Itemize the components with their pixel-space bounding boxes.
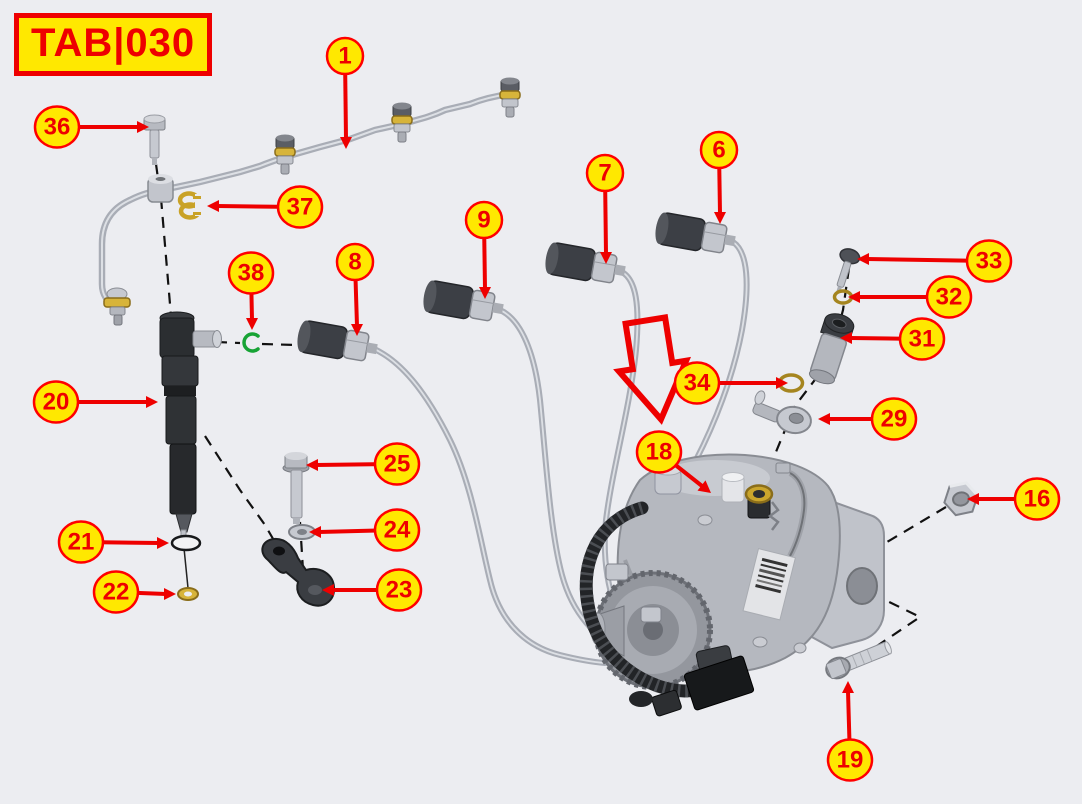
svg-text:20: 20	[43, 389, 70, 416]
svg-text:25: 25	[384, 451, 411, 478]
svg-text:38: 38	[238, 260, 265, 287]
callout-29: 29	[818, 397, 918, 441]
tab-title-box: TAB|030	[14, 13, 213, 76]
callout-6: 6	[699, 130, 739, 224]
part-nut-16	[943, 481, 979, 517]
callout-19: 19	[826, 681, 874, 782]
rail-banjo-bolt	[391, 102, 413, 143]
part-injection-pump	[579, 453, 885, 717]
callout-33: 33	[857, 239, 1013, 283]
svg-text:6: 6	[712, 137, 725, 164]
part-pipe-9	[423, 280, 631, 655]
callout-1: 1	[325, 36, 365, 149]
callout-21: 21	[57, 520, 169, 564]
part-clip-37	[177, 191, 204, 220]
part-fitting-31	[808, 313, 855, 385]
svg-text:22: 22	[103, 579, 130, 606]
svg-text:8: 8	[348, 249, 361, 276]
callout-37: 37	[207, 185, 324, 229]
svg-text:21: 21	[68, 529, 95, 556]
callout-7: 7	[585, 153, 625, 264]
svg-text:34: 34	[684, 370, 711, 397]
callout-16: 16	[967, 477, 1061, 521]
part-washer-21	[170, 534, 202, 552]
part-bolt-25	[282, 452, 310, 524]
callout-20: 20	[32, 380, 158, 424]
part-leak-off-rail	[98, 77, 521, 326]
callout-23: 23	[322, 568, 423, 612]
part-snap-ring-38	[242, 332, 260, 353]
svg-text:36: 36	[44, 114, 71, 141]
part-banjo-29	[752, 390, 812, 435]
svg-text:18: 18	[646, 439, 673, 466]
svg-text:23: 23	[386, 577, 413, 604]
callout-36: 36	[33, 105, 149, 149]
rail-end-fitting	[103, 287, 131, 326]
svg-text:31: 31	[909, 326, 936, 353]
part-clamp-23	[261, 537, 336, 607]
part-washer-22	[177, 587, 199, 601]
callout-38: 38	[227, 251, 275, 330]
callouts-layer: 1 36 37 38 8	[32, 36, 1061, 782]
big-red-arrow	[613, 314, 692, 425]
svg-text:37: 37	[287, 194, 314, 221]
svg-text:9: 9	[477, 207, 490, 234]
callout-22: 22	[92, 570, 176, 614]
svg-text:33: 33	[976, 248, 1003, 275]
rail-banjo-bolt	[499, 77, 521, 118]
part-bolt-19	[825, 641, 892, 680]
callout-8: 8	[335, 242, 375, 336]
callout-9: 9	[464, 200, 504, 299]
svg-text:24: 24	[384, 517, 411, 544]
callout-24: 24	[309, 508, 421, 552]
rail-banjo-bolt	[274, 134, 296, 175]
svg-text:19: 19	[837, 747, 864, 774]
callout-32: 32	[848, 275, 973, 319]
part-pipe-8	[297, 320, 608, 666]
svg-text:16: 16	[1024, 486, 1051, 513]
tab-title-label: TAB|030	[31, 21, 196, 65]
guide-line-injector-washers	[183, 547, 189, 589]
callout-31: 31	[840, 317, 946, 361]
svg-text:7: 7	[598, 160, 611, 187]
part-injector	[159, 311, 222, 547]
part-bolt-33	[836, 248, 861, 293]
svg-text:1: 1	[338, 43, 351, 70]
callout-25: 25	[306, 442, 421, 486]
callout-34: 34	[673, 361, 788, 405]
callout-18: 18	[635, 430, 711, 493]
svg-text:29: 29	[881, 406, 908, 433]
svg-text:32: 32	[936, 284, 963, 311]
part-bolt-36	[143, 114, 166, 165]
